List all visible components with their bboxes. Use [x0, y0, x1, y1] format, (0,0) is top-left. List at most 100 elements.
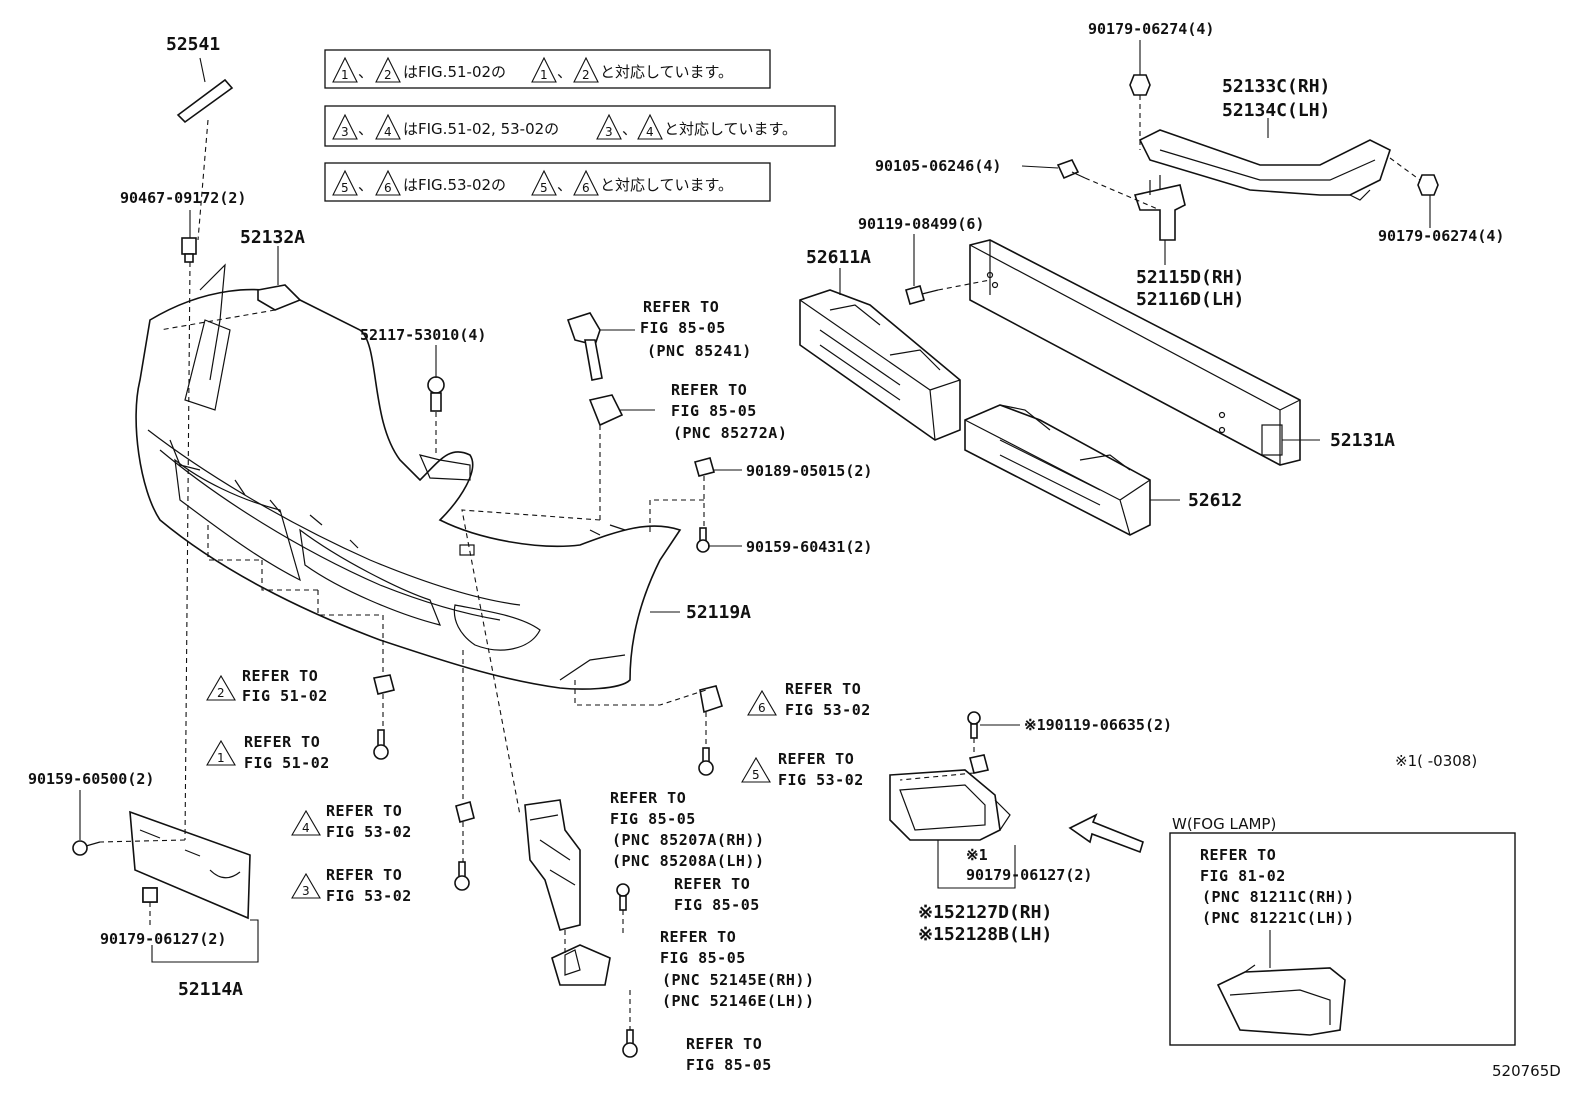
label-52116D: 52116D(LH) — [1136, 289, 1244, 310]
svg-text:(PNC 52146E(LH)): (PNC 52146E(LH)) — [662, 992, 815, 1010]
svg-text:はFIG.51-02, 53-02の: はFIG.51-02, 53-02の — [403, 120, 559, 138]
svg-text:(PNC 85241): (PNC 85241) — [647, 342, 752, 360]
svg-text:4: 4 — [302, 821, 310, 835]
ref-triangle-4: 4 REFER TO FIG 53-02 — [291, 802, 411, 841]
label-52133C: 52133C(RH) — [1222, 76, 1330, 97]
clip-90179-06127-a-drawing — [142, 887, 158, 903]
svg-text:はFIG.53-02の: はFIG.53-02の — [403, 176, 506, 194]
svg-text:6: 6 — [582, 181, 590, 195]
svg-text:FIG 51-02: FIG 51-02 — [244, 754, 330, 772]
svg-text:6: 6 — [384, 181, 392, 195]
ref-triangle-3: 3 REFER TO FIG 53-02 — [291, 866, 412, 905]
clip-90189-drawing — [694, 457, 715, 477]
refer-85-05-a: REFER TO FIG 85-05 — [674, 875, 760, 914]
screw-85-05-a-drawing — [616, 883, 630, 911]
clip-90467-drawing — [181, 237, 197, 263]
svg-text:REFER TO: REFER TO — [660, 928, 736, 946]
svg-text:5: 5 — [540, 181, 548, 195]
solid-leaders — [79, 40, 1431, 968]
label-90189: 90189-05015(2) — [746, 462, 872, 480]
leader-lines — [99, 95, 1421, 1030]
svg-text:REFER TO: REFER TO — [785, 680, 861, 698]
svg-text:、: 、 — [358, 120, 373, 138]
nut-t4-drawing — [455, 801, 475, 823]
bracket-drawing — [1133, 175, 1186, 241]
clip-52117-drawing — [427, 376, 445, 412]
svg-text:2: 2 — [384, 68, 392, 82]
svg-text:と対応しています。: と対応しています。 — [664, 120, 797, 138]
label-52612: 52612 — [1188, 490, 1242, 511]
absorber-lower-drawing — [964, 404, 1151, 536]
screw-t5-drawing — [698, 747, 714, 776]
svg-text:(PNC 81211C(RH)): (PNC 81211C(RH)) — [1202, 888, 1355, 906]
svg-text:、: 、 — [358, 63, 373, 81]
upper-retainer-drawing — [1138, 129, 1391, 201]
note-box-1: 1 、 2 はFIG.51-02の 1 、 2 と対応しています。 — [324, 49, 771, 89]
screw-t3-drawing — [454, 861, 470, 891]
svg-text:1: 1 — [341, 68, 349, 82]
svg-text:REFER TO: REFER TO — [610, 789, 686, 807]
svg-text:3: 3 — [302, 884, 310, 898]
label-90179-06274-top: 90179-06274(4) — [1088, 20, 1214, 38]
label-52132A: 52132A — [240, 227, 305, 248]
svg-text:REFER TO: REFER TO — [778, 750, 854, 768]
label-90179-06127-a: 90179-06127(2) — [100, 930, 226, 948]
svg-text:2: 2 — [582, 68, 590, 82]
svg-text:REFER TO: REFER TO — [686, 1035, 762, 1053]
refer-85-05-b: REFER TO FIG 85-05 — [686, 1035, 771, 1074]
ref-triangle-2: 2 REFER TO FIG 51-02 — [206, 667, 327, 705]
headlamp-washer-nozzle-drawing — [566, 312, 603, 381]
screw-90159-60431-drawing — [696, 527, 710, 553]
label-52611A: 52611A — [806, 247, 871, 268]
svg-text:FIG 53-02: FIG 53-02 — [785, 701, 871, 719]
label-90105: 90105-06246(4) — [875, 157, 1001, 175]
note-box-3: 5 、 6 はFIG.53-02の 5 、 6 と対応しています。 — [324, 162, 771, 202]
ref-triangle-1: 1 REFER TO FIG 51-02 — [206, 733, 330, 772]
svg-text:REFER TO: REFER TO — [326, 866, 402, 884]
svg-text:(PNC 85272A): (PNC 85272A) — [673, 424, 787, 442]
label-52127D: ※152127D(RH) — [918, 902, 1052, 923]
svg-text:(PNC 85207A(RH)): (PNC 85207A(RH)) — [612, 831, 765, 849]
fog-lamp-box — [1169, 832, 1516, 1046]
svg-text:4: 4 — [646, 125, 654, 139]
svg-text:6: 6 — [758, 701, 766, 715]
svg-text:FIG 85-05: FIG 85-05 — [660, 949, 746, 967]
svg-text:5: 5 — [752, 768, 760, 782]
bumper-molding-drawing — [176, 78, 234, 124]
svg-text:2: 2 — [217, 686, 225, 700]
label-90179-06274-right: 90179-06274(4) — [1378, 227, 1504, 245]
screw-90119-06635-drawing — [967, 711, 981, 739]
bolt-90105-drawing — [1056, 159, 1086, 180]
svg-text:(PNC 52145E(RH)): (PNC 52145E(RH)) — [662, 971, 815, 989]
svg-text:FIG 85-05: FIG 85-05 — [610, 810, 696, 828]
nut-90179-06127-drawing — [969, 754, 989, 774]
svg-text:FIG 53-02: FIG 53-02 — [778, 771, 864, 789]
svg-text:FIG 85-05: FIG 85-05 — [674, 896, 760, 914]
label-90467: 90467-09172(2) — [120, 189, 246, 207]
label-90119-08499: 90119-08499(6) — [858, 215, 984, 233]
svg-text:1: 1 — [540, 68, 548, 82]
svg-text:4: 4 — [384, 125, 392, 139]
svg-text:と対応しています。: と対応しています。 — [600, 63, 733, 81]
svg-text:REFER TO: REFER TO — [671, 381, 747, 399]
refer-52145E: REFER TO FIG 85-05 (PNC 52145E(RH)) (PNC… — [660, 928, 815, 1010]
svg-text:(PNC 81221C(LH)): (PNC 81221C(LH)) — [1202, 909, 1355, 927]
cover-85272A-drawing — [588, 394, 624, 427]
nut-t2-drawing — [373, 674, 395, 695]
svg-text:REFER TO: REFER TO — [1200, 846, 1276, 864]
label-note-1: ※1( -0308) — [1395, 752, 1477, 770]
refer-81-02: REFER TO FIG 81-02 (PNC 81211C(RH)) (PNC… — [1200, 846, 1355, 927]
svg-text:FIG 53-02: FIG 53-02 — [326, 887, 412, 905]
label-52117: 52117-53010(4) — [360, 326, 486, 344]
label-diagram-code: 520765D — [1492, 1062, 1561, 1080]
cover-52145E-drawing — [551, 944, 611, 986]
screw-t1-drawing — [373, 729, 389, 760]
svg-text:、: 、 — [557, 176, 572, 194]
svg-text:FIG 85-05: FIG 85-05 — [640, 319, 726, 337]
label-52114A: 52114A — [178, 979, 243, 1000]
svg-text:はFIG.51-02の: はFIG.51-02の — [403, 63, 506, 81]
absorber-upper-drawing — [799, 289, 961, 441]
washer-nozzle-holder-drawing — [524, 799, 581, 931]
svg-text:1: 1 — [217, 751, 225, 765]
